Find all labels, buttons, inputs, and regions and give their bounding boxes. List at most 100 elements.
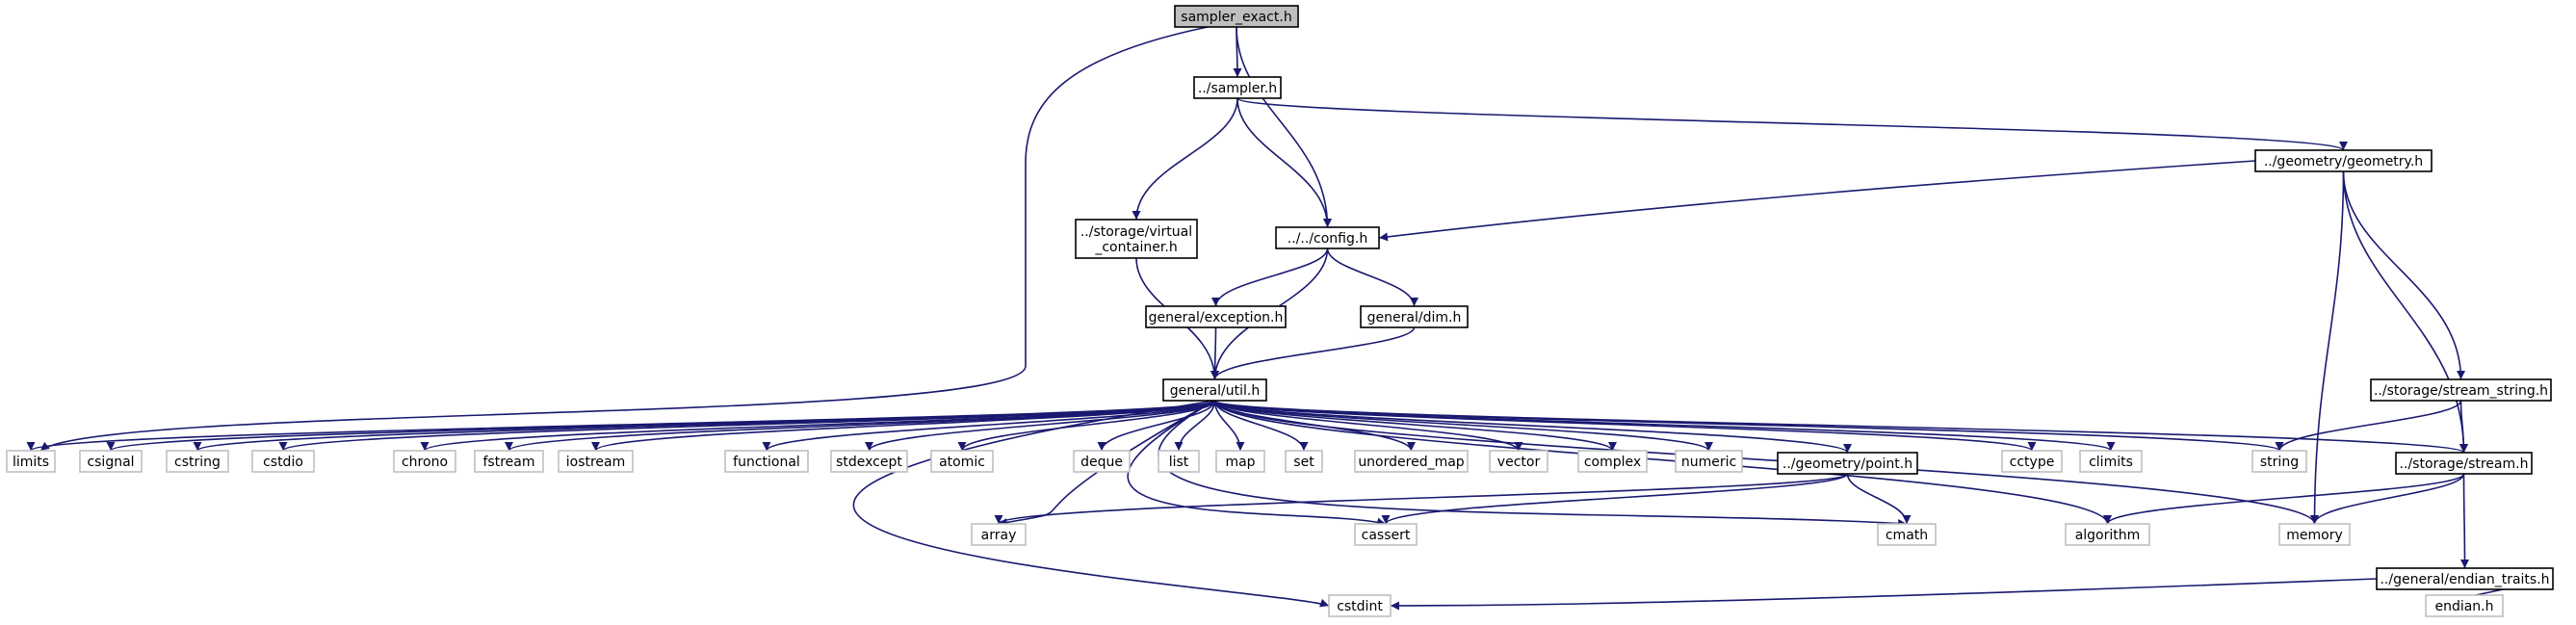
node-box <box>1777 452 1918 475</box>
node-box <box>79 450 143 473</box>
edge-sampler-to-config <box>1236 97 1332 228</box>
node-map: map <box>1215 450 1265 473</box>
node-dim[interactable]: general/dim.h <box>1360 305 1469 328</box>
node-label: atomic <box>939 455 985 470</box>
edge-util-to-cassert <box>1127 400 1387 527</box>
node-box <box>251 450 315 473</box>
node-cstdio: cstdio <box>251 450 315 473</box>
node-sampler-exact[interactable]: sampler_exact.h <box>1174 5 1299 28</box>
node-label: cstdio <box>263 455 303 470</box>
node-box <box>1489 450 1548 473</box>
edge-geometry-to-config <box>1378 160 2256 242</box>
node-util[interactable]: general/util.h <box>1162 378 1267 402</box>
edge-util-to-functional <box>762 400 1216 452</box>
node-box <box>830 450 908 473</box>
edge-util-to-map <box>1213 400 1245 452</box>
edge-exception-to-util <box>1210 326 1220 380</box>
node-point[interactable]: ../geometry/point.h <box>1777 452 1918 475</box>
node-numeric: numeric <box>1675 450 1743 473</box>
node-label: complex <box>1584 455 1641 470</box>
node-config[interactable]: ../../config.h <box>1275 226 1380 249</box>
node-box <box>2370 378 2552 402</box>
node-label: cmath <box>1886 528 1928 543</box>
node-box <box>6 450 56 473</box>
node-exception[interactable]: general/exception.h <box>1145 305 1287 328</box>
edge-dim-to-util <box>1210 326 1416 380</box>
node-box <box>1174 5 1299 28</box>
node-stream[interactable]: ../storage/stream.h <box>2395 452 2533 475</box>
edge-util-to-cctype <box>1213 400 2037 452</box>
node-label: iostream <box>566 455 626 470</box>
node-label: set <box>1293 455 1314 470</box>
node-box <box>2395 452 2533 475</box>
edge-util-to-array <box>998 400 1215 527</box>
node-geometry[interactable]: ../geometry/geometry.h <box>2254 149 2433 172</box>
edge-geometry-to-stream <box>2342 170 2468 454</box>
node-deque: deque <box>1073 450 1131 473</box>
node-virtual-container[interactable]: ../storage/virtual_container.h <box>1075 219 1198 259</box>
node-chrono: chrono <box>393 450 456 473</box>
node-label: fstream <box>483 455 535 470</box>
node-box <box>1193 76 1282 99</box>
node-label: unordered_map <box>1358 455 1464 470</box>
node-endian-traits[interactable]: ../general/endian_traits.h <box>2376 567 2554 590</box>
node-label: ../geometry/geometry.h <box>2264 154 2423 169</box>
node-label: chrono <box>402 455 448 470</box>
edge-stream_string-to-stream <box>2459 400 2468 454</box>
node-label: array <box>981 528 1017 543</box>
node-box <box>2001 450 2063 473</box>
node-label: deque <box>1080 455 1123 470</box>
node-label: vector <box>1497 455 1541 470</box>
node-box <box>1675 450 1743 473</box>
node-label: stdexcept <box>836 455 902 470</box>
edge-sampler-to-virtual_container <box>1132 97 1238 221</box>
node-label: general/dim.h <box>1367 310 1462 326</box>
node-label: ../../config.h <box>1288 231 1367 247</box>
node-set: set <box>1285 450 1323 473</box>
node-box <box>1285 450 1323 473</box>
node-cmath: cmath <box>1877 523 1937 546</box>
node-box <box>558 450 634 473</box>
node-cstdint: cstdint <box>1328 594 1392 617</box>
node-atomic: atomic <box>930 450 994 473</box>
node-cctype: cctype <box>2001 450 2063 473</box>
node-complex: complex <box>1577 450 1648 473</box>
node-label: ../general/endian_traits.h <box>2380 572 2549 587</box>
edge-util-to-deque <box>1097 400 1216 452</box>
node-box <box>2425 594 2504 617</box>
edge-config-to-exception <box>1211 247 1329 307</box>
node-label: sampler_exact.h <box>1181 10 1291 25</box>
edge-util-to-climits <box>1213 400 2116 452</box>
edge-sampler-to-geometry <box>1236 97 2348 151</box>
node-label: ../storage/stream.h <box>2400 456 2529 472</box>
node-label: csignal <box>87 455 134 470</box>
node-box <box>2065 523 2150 546</box>
edge-util-to-stdexcept <box>865 400 1216 452</box>
edge-util-to-point <box>1213 400 1852 454</box>
edge-sampler_exact-to-limits <box>39 26 1209 452</box>
edge-sampler_exact-to-config <box>1236 26 1332 228</box>
node-box <box>474 450 544 473</box>
edges-layer <box>26 26 2554 611</box>
node-vector: vector <box>1489 450 1548 473</box>
node-endian: endian.h <box>2425 594 2504 617</box>
edge-stream-to-endian_traits <box>2459 473 2469 569</box>
nodes-layer: sampler_exact.h ../sampler.h ../geometry/g… <box>6 5 2554 617</box>
node-csignal: csignal <box>79 450 143 473</box>
node-box <box>1075 219 1198 259</box>
node-limits: limits <box>6 450 56 473</box>
node-box <box>2376 567 2554 590</box>
node-box <box>1360 305 1469 328</box>
edge-util-to-list <box>1174 400 1216 452</box>
node-algorithm: algorithm <box>2065 523 2150 546</box>
node-cassert: cassert <box>1354 523 1418 546</box>
node-label: general/util.h <box>1170 383 1260 399</box>
node-box <box>1877 523 1937 546</box>
node-box <box>1145 305 1287 328</box>
node-sampler[interactable]: ../sampler.h <box>1193 76 1282 99</box>
edge-endian_traits-to-cstdint <box>1390 578 2378 611</box>
node-stream-string[interactable]: ../storage/stream_string.h <box>2370 378 2552 402</box>
node-box <box>1354 450 1469 473</box>
node-label: general/exception.h <box>1149 310 1284 326</box>
node-label: ../geometry/point.h <box>1782 456 1912 472</box>
